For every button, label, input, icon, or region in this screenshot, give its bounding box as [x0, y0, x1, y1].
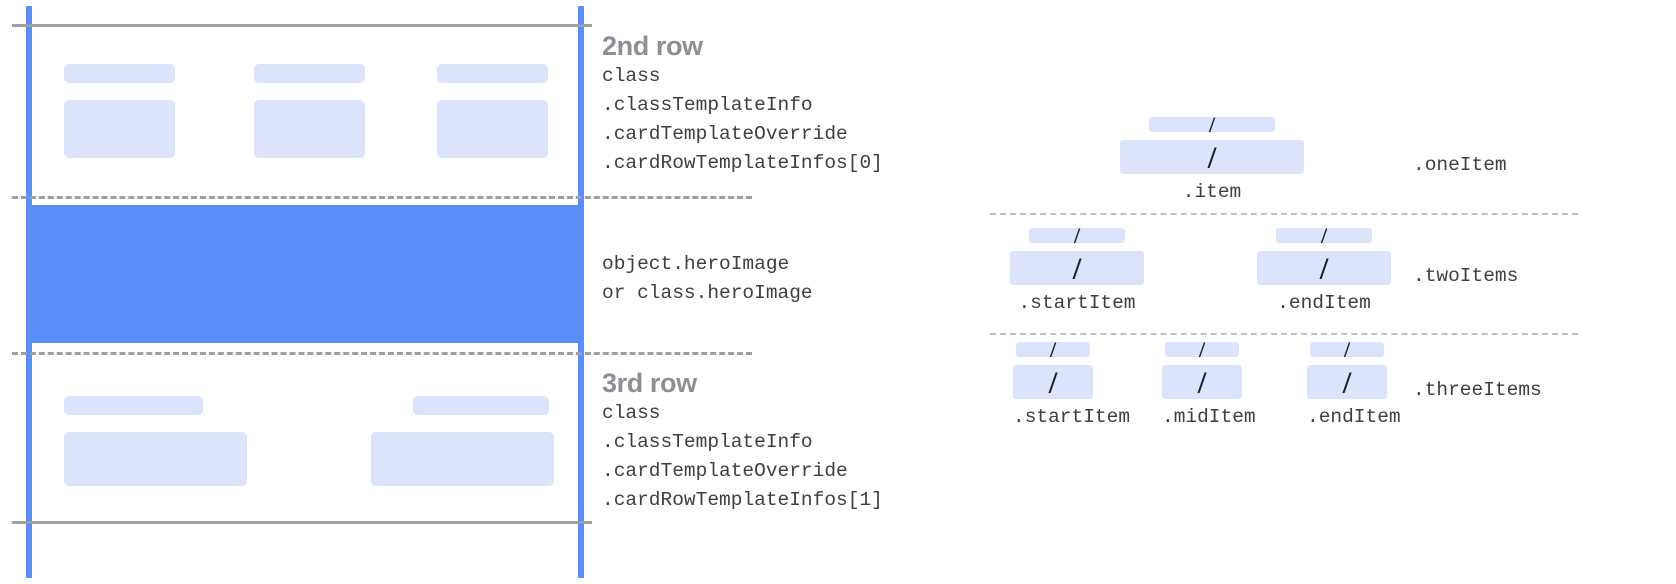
- slash-icon: /: [1320, 228, 1328, 243]
- three-items-cell-end: / / .endItem: [1307, 342, 1401, 430]
- slash-icon: /: [1207, 140, 1217, 174]
- three-items-cell-start: / / .startItem: [1013, 342, 1131, 430]
- slash-icon: /: [1342, 365, 1352, 399]
- card-right-guide-rail: [578, 6, 584, 578]
- third-row-item-2-label-placeholder: [413, 396, 549, 415]
- three-items-mid-caption: .midItem: [1162, 406, 1256, 428]
- hero-image-band: [29, 205, 581, 343]
- variant-label-three-items: .threeItems: [1413, 379, 1542, 401]
- third-row-item-2-value-placeholder: [371, 432, 554, 486]
- second-row-title: 2nd row: [602, 31, 703, 61]
- card-row-layout-diagram: [0, 0, 752, 584]
- row-separator-above-hero: [12, 196, 752, 199]
- three-items-start-label-bar: /: [1016, 342, 1090, 357]
- three-items-start-caption: .startItem: [1013, 406, 1131, 428]
- second-row-item-3-label-placeholder: [437, 64, 548, 83]
- second-row-item-1-value-placeholder: [64, 100, 175, 158]
- second-row-item-1-label-placeholder: [64, 64, 175, 83]
- third-row-item-1-label-placeholder: [64, 396, 203, 415]
- three-items-end-caption: .endItem: [1307, 406, 1401, 428]
- three-items-mid-value-bar: /: [1162, 365, 1242, 399]
- row-separator-below-hero: [12, 352, 752, 355]
- slash-icon: /: [1049, 342, 1057, 357]
- two-items-end-caption: .endItem: [1277, 292, 1371, 314]
- third-row-title: 3rd row: [602, 368, 697, 398]
- one-item-label-bar: /: [1149, 117, 1275, 132]
- row-template-variants-diagram: / / .item .oneItem / / .startItem / / .e…: [960, 0, 1676, 584]
- slash-icon: /: [1343, 342, 1351, 357]
- second-row-code-path: class .classTemplateInfo .cardTemplateOv…: [602, 65, 883, 174]
- slash-icon: /: [1048, 365, 1058, 399]
- slash-icon: /: [1198, 342, 1206, 357]
- second-row-item-2-value-placeholder: [254, 100, 365, 158]
- two-items-end-value-bar: /: [1257, 251, 1391, 285]
- card-bottom-edge-rule: [12, 521, 592, 524]
- one-item-caption: .item: [1182, 181, 1242, 203]
- two-items-start-value-bar: /: [1010, 251, 1144, 285]
- slash-icon: /: [1319, 251, 1329, 285]
- one-item-value-bar: /: [1120, 140, 1304, 174]
- second-row-item-3-value-placeholder: [437, 100, 548, 158]
- two-items-start-label-bar: /: [1029, 228, 1125, 243]
- card-top-edge-rule: [12, 24, 592, 27]
- hero-image-annotation: object.heroImage or class.heroImage: [602, 250, 813, 308]
- three-items-start-value-bar: /: [1013, 365, 1093, 399]
- second-row-item-2-label-placeholder: [254, 64, 365, 83]
- variant-separator-one-two: [990, 213, 1578, 215]
- three-items-end-value-bar: /: [1307, 365, 1387, 399]
- two-items-cell-end: / / .endItem: [1257, 228, 1391, 316]
- two-items-end-label-bar: /: [1276, 228, 1372, 243]
- second-row-annotation: 2nd row class .classTemplateInfo .cardTe…: [602, 30, 883, 178]
- two-items-cell-start: / / .startItem: [1010, 228, 1144, 316]
- variant-separator-two-three: [990, 333, 1578, 335]
- slash-icon: /: [1197, 365, 1207, 399]
- slash-icon: /: [1208, 117, 1216, 132]
- hero-image-code-path: object.heroImage or class.heroImage: [602, 253, 813, 304]
- three-items-end-label-bar: /: [1310, 342, 1384, 357]
- third-row-annotation: 3rd row class .classTemplateInfo .cardTe…: [602, 367, 883, 515]
- three-items-mid-label-bar: /: [1165, 342, 1239, 357]
- one-item-cell-item: / / .item: [1120, 117, 1304, 205]
- third-row-item-1-value-placeholder: [64, 432, 247, 486]
- variant-label-one-item: .oneItem: [1413, 154, 1507, 176]
- third-row-code-path: class .classTemplateInfo .cardTemplateOv…: [602, 402, 883, 511]
- two-items-start-caption: .startItem: [1018, 292, 1136, 314]
- slash-icon: /: [1072, 251, 1082, 285]
- variant-label-two-items: .twoItems: [1413, 265, 1519, 287]
- three-items-cell-mid: / / .midItem: [1162, 342, 1256, 430]
- slash-icon: /: [1073, 228, 1081, 243]
